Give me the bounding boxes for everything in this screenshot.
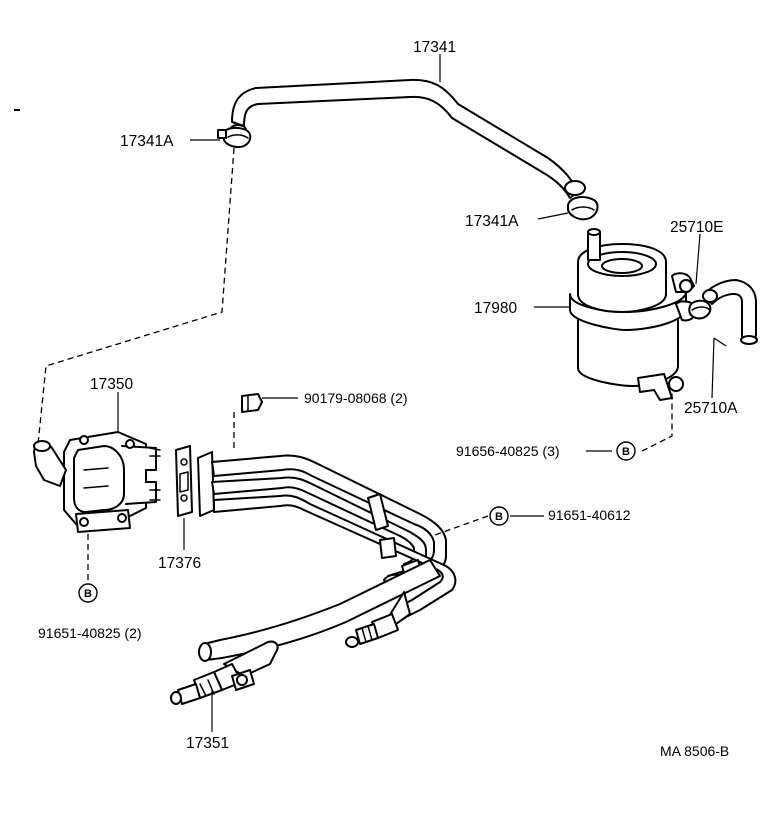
bolt-marker-3: B [78,583,98,603]
valve-17350 [33,431,161,533]
bolt-marker-1: B [616,441,636,461]
bolt-marker-2: B [489,506,509,526]
label-17341A-top: 17341A [120,133,174,150]
svg-text:B: B [622,446,630,458]
clamp-25710E [688,299,712,320]
clamp-17341A-middle [564,180,599,221]
svg-text:B: B [495,511,503,523]
label-17341: 17341 [413,39,456,56]
label-25710E: 25710E [670,219,723,236]
pipe-assembly-17351 [170,451,457,705]
gasket-17376 [175,445,193,517]
hose-25710A [702,279,758,345]
label-17351: 17351 [186,735,229,752]
hose-17341 [229,78,579,199]
clamp-17341A-top [217,126,252,149]
label-17350: 17350 [90,376,133,393]
footer-code: MA 8506-B [660,743,729,759]
canister-17980 [569,228,698,401]
svg-text:B: B [84,588,92,600]
label-17376: 17376 [158,555,201,572]
label-25710A: 25710A [684,400,738,417]
label-17341A-mid: 17341A [465,213,519,230]
dashed-lines [37,147,673,584]
bolt-90179-08068 [241,393,263,413]
label-17980: 17980 [474,300,517,317]
label-90179-08068: 90179-08068 (2) [304,390,408,406]
leader-lines [117,54,727,732]
label-91651-40825: 91651-40825 (2) [38,625,142,641]
label-91651-40612: 91651-40612 [548,507,631,523]
label-91656-40825: 91656-40825 (3) [456,443,560,459]
